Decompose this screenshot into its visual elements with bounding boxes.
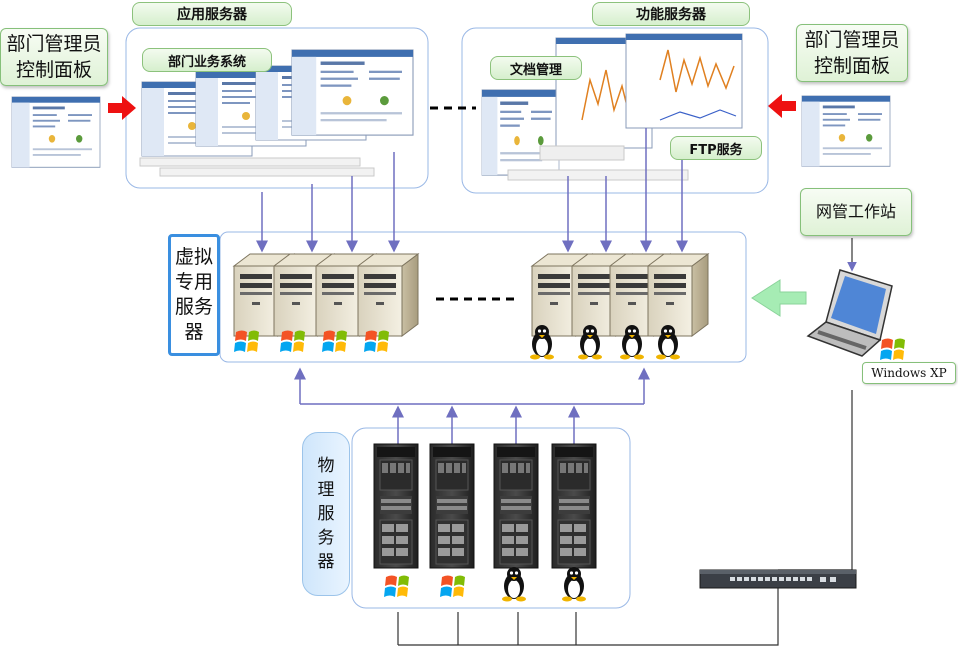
left-red-arrow [108, 96, 136, 120]
windows-logo-icon [880, 338, 905, 360]
rack-server-2 [429, 443, 475, 569]
virtual-win-towers [233, 253, 419, 337]
doc-mgmt-label: 文档管理 [490, 56, 582, 80]
virtual-servers-label: 虚拟专用服务器 [168, 234, 220, 356]
rack-server-3 [493, 443, 539, 569]
right-console-label: 部门管理员控制面板 [796, 24, 908, 82]
func-screens [481, 33, 743, 181]
windows-xp-label: Windows XP [862, 362, 956, 384]
green-arrow [751, 279, 807, 317]
right-console-screenshot [801, 95, 891, 167]
network-switch-icon [699, 569, 857, 589]
dept-business-label: 部门业务系统 [142, 48, 272, 72]
rack-server-4 [551, 443, 597, 569]
app-servers-label: 应用服务器 [132, 2, 292, 26]
left-console-label: 部门管理员控制面板 [0, 28, 108, 86]
func-servers-label: 功能服务器 [592, 2, 750, 26]
right-red-arrow [768, 94, 796, 118]
left-console-screenshot [11, 96, 101, 168]
workstation-label: 网管工作站 [800, 188, 912, 236]
rack-server-1 [373, 443, 419, 569]
laptop-icon [806, 269, 893, 357]
physical-servers-label: 物理服务器 [302, 432, 350, 596]
virtual-linux-towers [531, 253, 709, 337]
dept-business-screens [139, 49, 414, 177]
ftp-service-label: FTP服务 [670, 136, 762, 160]
